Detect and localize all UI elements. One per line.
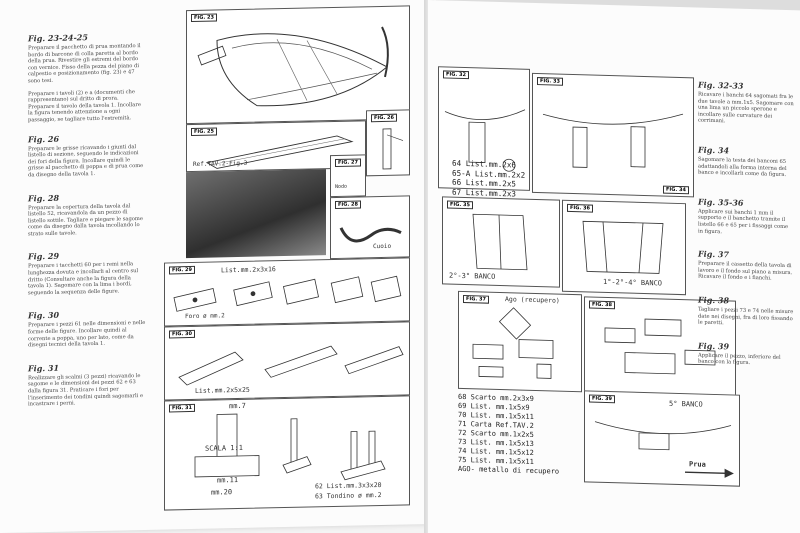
section-text: Preparare i pezzi 61 nelle dimensioni e … [28,320,146,349]
figure-tag: FIG. 34 [663,185,689,195]
bench-1-2-4-drawing [582,220,664,274]
figure-23-panel: FIG. 23 [186,5,410,125]
bench-5-drawing [594,421,734,478]
figure-36-panel: FIG. 36 1°-2°-4° BANCO [562,199,686,296]
section-text: Sagomare la testa dei banconi 65 adattan… [698,156,787,179]
figure-39-panel: FIG. 39 5° BANCO Prua [584,390,740,487]
section-text: Tagliare i pezzi 73 e 74 nelle misure da… [698,306,794,327]
bench-label: 2°-3° BANCO [449,271,496,281]
section-title: Fig. 31 [28,362,60,374]
stern-piece-drawing [178,345,404,386]
rudder-pin-drawing [382,128,404,170]
section-text: Preparare la copertura della tavola dal … [28,202,143,238]
ref-label: Ref.TAV.2-Fig.3 [193,159,248,168]
drawer-drawing [472,307,554,379]
section-text: Preparare i tavoli (2) e a (documenti ch… [28,88,141,124]
bench-joint-drawing [444,109,526,172]
figure-29-panel: FIG. 29 List.mm.2x3x16 Foro ø mm.2 [164,257,410,327]
frame-section-drawing [542,113,684,168]
bow-label: Prua [689,460,706,469]
list-item: AGO- metallo di recupero [458,464,560,476]
section-title: Fig. 34 [698,144,730,156]
section-title: Fig. 28 [28,192,60,203]
figure-30-panel: FIG. 30 List.mm.2x5x25 [164,321,410,401]
oar-block-sequence-drawing [173,275,402,312]
section-title: Fig. 35-36 [698,196,744,208]
parts-list-upper: 64 List.mm.2x6 65-A List.mm.2x2 66 List.… [452,159,525,199]
section-title: Fig. 39 [698,340,730,352]
section-text: Realizzare gli scalmi (3 pezzi) ricavand… [28,372,144,408]
figure-tag: FIG. 27 [335,158,361,167]
section-text: Preparare le grisse ricavando i giunti d… [28,143,144,179]
bench-label: 1°-2°-4° BANCO [603,277,663,288]
figure-33-panel: FIG. 33 FIG. 34 [532,72,694,198]
nodo-label: Nodo [335,183,348,190]
part-label: 62 List.mm.3x3x20 [315,481,382,491]
figure-27-panel: FIG. 27 Nodo [330,154,366,198]
figure-28-panel: FIG. 28 Cuoio [330,195,410,260]
foro-label: Foro ø mm.2 [185,312,225,321]
figure-26-panel: FIG. 26 [366,109,410,177]
section-title: Fig. 29 [28,251,60,262]
dim-label: mm.11 [217,476,239,485]
parts-list-lower: 68 Scarto mm.2x3x9 69 List. mm.1x5x9 70 … [458,393,559,477]
dim-label: mm.20 [211,488,233,497]
section-title: Fig. 30 [28,310,60,321]
figure-38-panel: FIG. 38 [584,296,736,399]
section-text: Preparare i tacchetti 60 per i remi nell… [28,261,139,297]
section-text: Ricavare i banchi 64 sagomati fra le due… [698,91,794,125]
section-title: Fig. 23-24-25 [28,32,88,44]
bench-box-drawing [604,318,716,375]
right-text-column: Fig. 32-33 Ricavare i banchi 64 sagomati… [698,74,794,369]
section-title: Fig. 37 [698,248,730,260]
figure-25-panel: FIG. 25 Ref.TAV.2-Fig.3 [186,120,366,173]
bench-2-3-drawing [472,213,528,271]
left-page: Fig. 23-24-25 Preparare il pacchetto di … [28,5,410,511]
section-title: Fig. 38 [698,294,730,306]
cuoio-label: Cuoio [373,242,392,251]
left-text-column: Fig. 23-24-25 Preparare il pacchetto di … [28,25,146,408]
section-text: Applicare sui banchi 1 mm il supporto e … [698,208,789,235]
part-label: 63 Tondino ø mm.2 [315,491,382,501]
list-label: List.mm.2x5x25 [195,385,250,395]
figure-35-panel: FIG. 35 2°-3° BANCO [442,196,560,288]
figure-32-panel: FIG. 32 [438,66,530,191]
boat-photo [186,169,326,259]
section-text: Applicare il pezzo, inferiore del banco … [698,352,781,367]
section-title: Fig. 32-33 [698,79,744,91]
thole-pin-drawing [194,413,386,481]
keel-piece-drawing [205,135,354,169]
figure-37-panel: FIG. 37 Ago (recupero) [458,290,582,393]
section-text: Preparare il cassetto della tavola di la… [698,260,793,282]
section-text: Preparare il pacchetto di prua montando … [28,43,141,85]
scale-label: SCALA 1:1 [205,443,243,453]
boat-hull-drawing [197,26,389,107]
leather-strap-drawing [339,227,402,243]
figure-31-panel: FIG. 31 mm.7 SCALA 1:1 mm.11 mm.20 62 Li… [164,395,410,511]
section-title: Fig. 26 [28,133,60,144]
right-page: FIG. 32 FIG. 33 FIG. 34 64 [428,0,800,533]
